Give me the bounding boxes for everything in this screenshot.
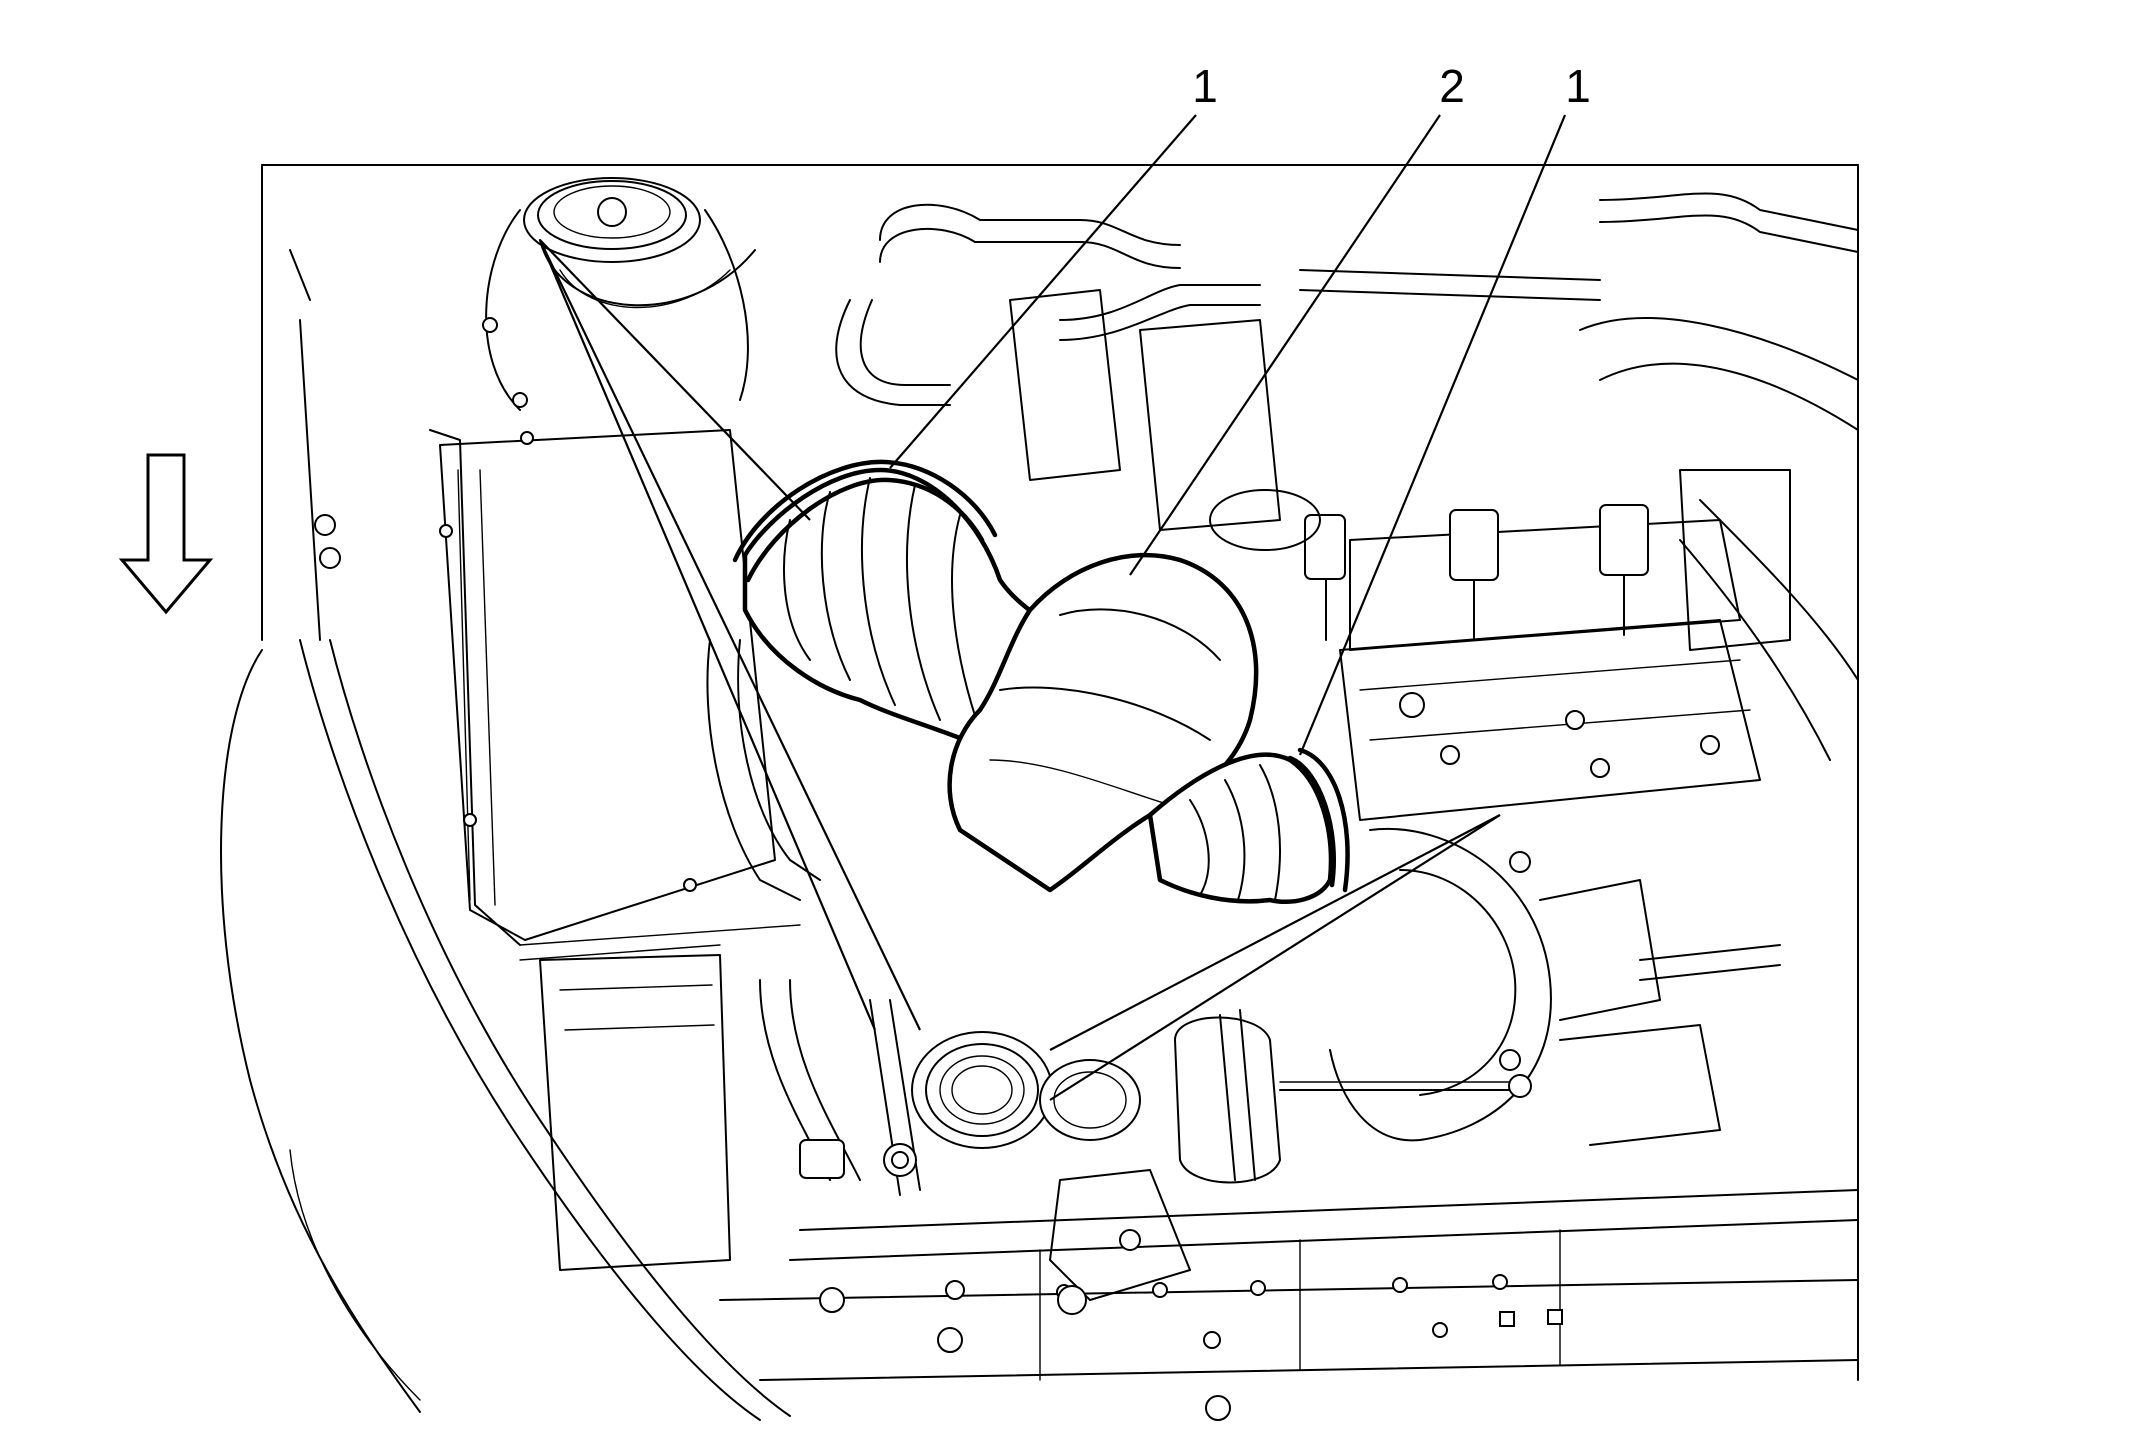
- upper-clamp: [732, 459, 998, 563]
- callout-label-2: 2: [1439, 60, 1465, 112]
- lower-bellows: [1147, 752, 1334, 905]
- down-arrow-icon: [118, 453, 214, 615]
- callout-labels: 1 2 1: [1192, 60, 1591, 112]
- callout-label-1-right: 1: [1565, 60, 1591, 112]
- callout-leaders: [538, 114, 1567, 1101]
- callout-label-1-left: 1: [1192, 60, 1218, 112]
- air-intake-duct-assembly: [732, 459, 1350, 905]
- engine-bay-line-art: [220, 164, 1859, 1421]
- lower-clamp: [1287, 755, 1337, 888]
